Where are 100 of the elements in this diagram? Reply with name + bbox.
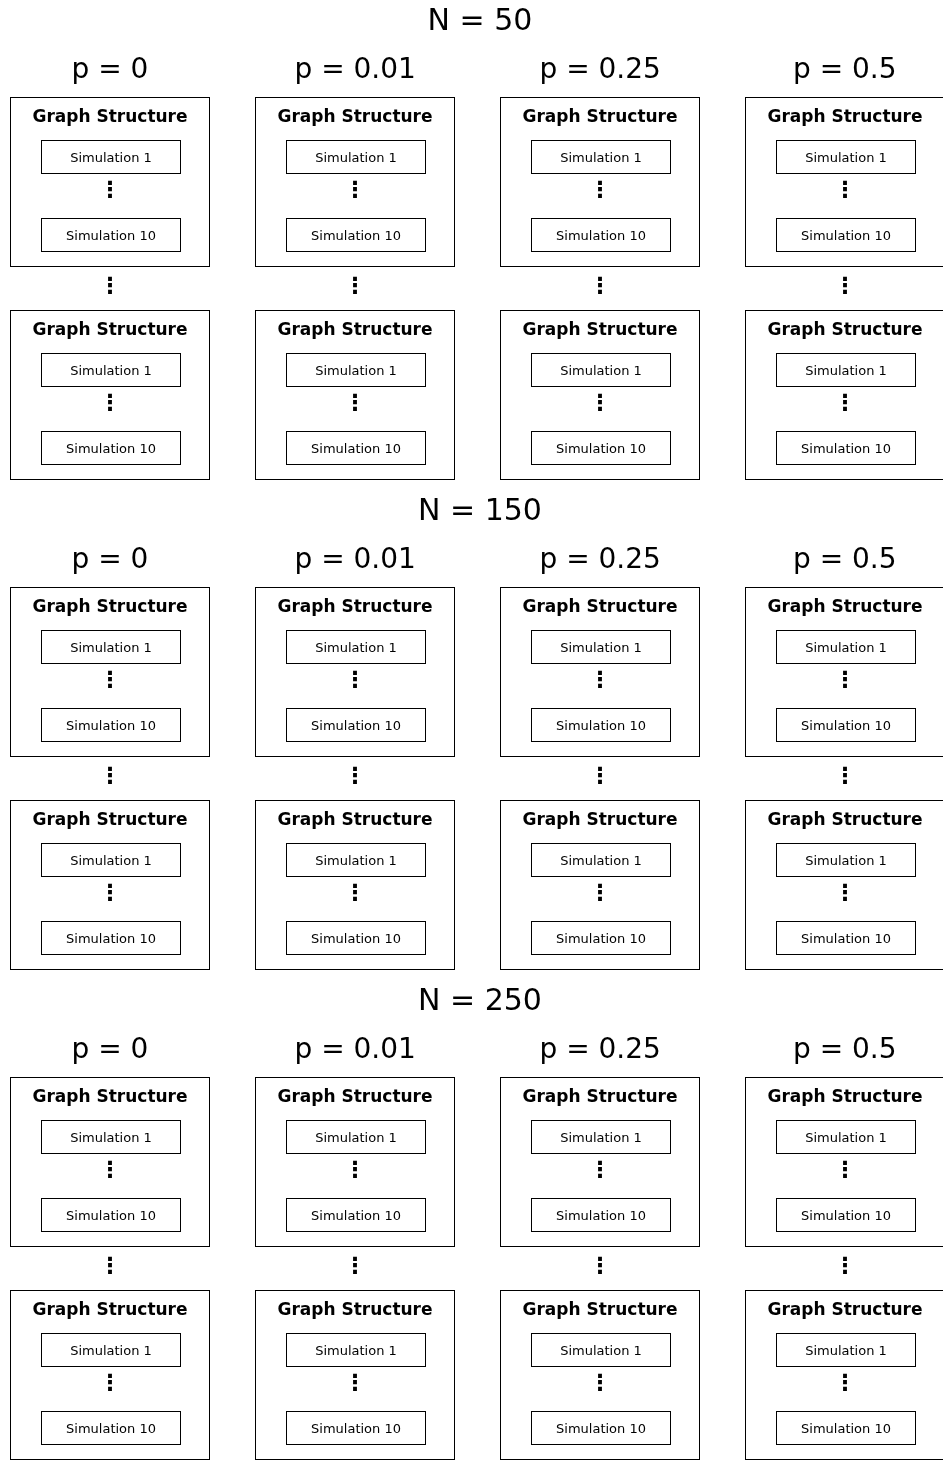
vertical-ellipsis: ⋮ (589, 669, 611, 691)
graph-structure-box (500, 1290, 700, 1460)
vertical-ellipsis: ⋮ (589, 392, 611, 414)
simulation-box: Simulation 10 (41, 921, 181, 955)
simulation-box: Simulation 10 (286, 431, 426, 465)
simulation-box: Simulation 10 (776, 1198, 916, 1232)
graph-structure-box (255, 800, 455, 970)
graph-structure-box (745, 97, 943, 267)
graph-structure-box (255, 1290, 455, 1460)
vertical-ellipsis: ⋮ (99, 882, 121, 904)
graph-structure-box (10, 1290, 210, 1460)
simulation-box: Simulation 1 (776, 1333, 916, 1367)
vertical-ellipsis: ⋮ (834, 765, 856, 787)
graph-structure-box (10, 1077, 210, 1247)
graph-structure-box (745, 310, 943, 480)
vertical-ellipsis: ⋮ (834, 1159, 856, 1181)
box-heading: Graph Structure (277, 319, 433, 339)
vertical-ellipsis: ⋮ (589, 1159, 611, 1181)
column-header: p = 0.01 (294, 52, 416, 85)
vertical-ellipsis: ⋮ (99, 1255, 121, 1277)
section-title: N = 50 (427, 2, 533, 37)
graph-structure-box (745, 1077, 943, 1247)
box-heading: Graph Structure (767, 809, 923, 829)
box-heading: Graph Structure (767, 1299, 923, 1319)
simulation-box: Simulation 10 (531, 708, 671, 742)
box-heading: Graph Structure (32, 1299, 188, 1319)
vertical-ellipsis: ⋮ (589, 765, 611, 787)
graph-structure-box (255, 1077, 455, 1247)
vertical-ellipsis: ⋮ (834, 1372, 856, 1394)
simulation-box: Simulation 10 (286, 708, 426, 742)
column-header: p = 0 (71, 52, 149, 85)
vertical-ellipsis: ⋮ (344, 882, 366, 904)
box-heading: Graph Structure (32, 106, 188, 126)
simulation-box: Simulation 10 (776, 921, 916, 955)
simulation-box: Simulation 10 (41, 218, 181, 252)
simulation-box: Simulation 10 (776, 708, 916, 742)
box-heading: Graph Structure (32, 1086, 188, 1106)
column-header: p = 0 (71, 542, 149, 575)
simulation-box: Simulation 1 (41, 630, 181, 664)
vertical-ellipsis: ⋮ (344, 1255, 366, 1277)
box-heading: Graph Structure (277, 596, 433, 616)
graph-structure-box (10, 97, 210, 267)
graph-structure-box (255, 310, 455, 480)
simulation-box: Simulation 10 (531, 218, 671, 252)
simulation-box: Simulation 1 (531, 140, 671, 174)
box-heading: Graph Structure (277, 106, 433, 126)
graph-structure-box (255, 587, 455, 757)
simulation-box: Simulation 10 (531, 921, 671, 955)
vertical-ellipsis: ⋮ (99, 1159, 121, 1181)
simulation-box: Simulation 1 (776, 1120, 916, 1154)
vertical-ellipsis: ⋮ (99, 275, 121, 297)
simulation-box: Simulation 10 (531, 1198, 671, 1232)
box-heading: Graph Structure (32, 596, 188, 616)
simulation-box: Simulation 1 (286, 1333, 426, 1367)
simulation-box: Simulation 10 (41, 431, 181, 465)
column-header: p = 0.5 (793, 1032, 897, 1065)
box-heading: Graph Structure (277, 1086, 433, 1106)
column-header: p = 0.25 (539, 542, 661, 575)
simulation-box: Simulation 1 (41, 353, 181, 387)
vertical-ellipsis: ⋮ (99, 765, 121, 787)
vertical-ellipsis: ⋮ (834, 275, 856, 297)
section-title: N = 150 (418, 492, 542, 527)
simulation-box: Simulation 1 (776, 843, 916, 877)
vertical-ellipsis: ⋮ (834, 669, 856, 691)
simulation-box: Simulation 1 (286, 353, 426, 387)
simulation-box: Simulation 1 (531, 1120, 671, 1154)
simulation-box: Simulation 10 (776, 218, 916, 252)
simulation-box: Simulation 1 (286, 140, 426, 174)
graph-structure-box (745, 800, 943, 970)
simulation-box: Simulation 1 (41, 1333, 181, 1367)
box-heading: Graph Structure (767, 596, 923, 616)
simulation-box: Simulation 1 (776, 630, 916, 664)
box-heading: Graph Structure (277, 1299, 433, 1319)
graph-structure-box (500, 310, 700, 480)
vertical-ellipsis: ⋮ (589, 882, 611, 904)
vertical-ellipsis: ⋮ (344, 1159, 366, 1181)
box-heading: Graph Structure (522, 106, 678, 126)
graph-structure-box (745, 587, 943, 757)
vertical-ellipsis: ⋮ (589, 275, 611, 297)
column-header: p = 0.25 (539, 52, 661, 85)
graph-structure-box (500, 97, 700, 267)
column-header: p = 0.01 (294, 1032, 416, 1065)
column-header: p = 0.5 (793, 52, 897, 85)
vertical-ellipsis: ⋮ (834, 882, 856, 904)
vertical-ellipsis: ⋮ (344, 765, 366, 787)
box-heading: Graph Structure (767, 106, 923, 126)
vertical-ellipsis: ⋮ (589, 1255, 611, 1277)
box-heading: Graph Structure (522, 1299, 678, 1319)
box-heading: Graph Structure (522, 1086, 678, 1106)
column-header: p = 0.25 (539, 1032, 661, 1065)
simulation-box: Simulation 10 (531, 1411, 671, 1445)
vertical-ellipsis: ⋮ (344, 669, 366, 691)
graph-structure-box (10, 800, 210, 970)
simulation-box: Simulation 1 (776, 140, 916, 174)
box-heading: Graph Structure (522, 596, 678, 616)
simulation-box: Simulation 10 (41, 1198, 181, 1232)
box-heading: Graph Structure (32, 319, 188, 339)
graph-structure-box (10, 587, 210, 757)
simulation-box: Simulation 10 (776, 431, 916, 465)
column-header: p = 0.5 (793, 542, 897, 575)
